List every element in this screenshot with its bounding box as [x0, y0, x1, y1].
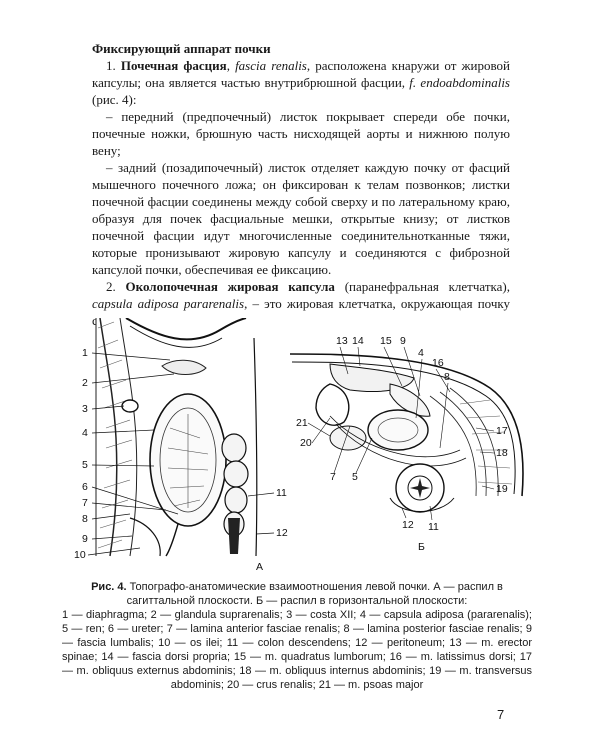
label-a-8: 8 [82, 513, 88, 525]
label-b-21: 21 [296, 417, 308, 429]
label-b-5: 5 [352, 471, 358, 483]
caption-legend: 1 — diaphragma; 2 — glandula suprarenali… [62, 609, 532, 691]
label-b-14: 14 [352, 335, 364, 347]
panel-a-label: А [256, 561, 263, 573]
panel-a-sagittal: 1 2 3 4 5 6 7 8 9 10 11 12 А [74, 318, 288, 573]
label-b-7: 7 [330, 471, 336, 483]
label-a-2: 2 [82, 377, 88, 389]
label-b-17: 17 [496, 425, 508, 437]
label-a-3: 3 [82, 403, 88, 415]
anatomy-figure: 1 2 3 4 5 6 7 8 9 10 11 12 А [74, 318, 524, 573]
label-b-20: 20 [300, 437, 312, 449]
para-number: 1. [106, 58, 116, 73]
label-b-12: 12 [402, 519, 414, 531]
label-b-15: 15 [380, 335, 392, 347]
para-text: , расположена кнаружи от жировой капсулы… [92, 58, 511, 90]
label-a-11: 11 [276, 487, 287, 499]
paragraph-anterior-layer: – передний (предпочечный) листок покрыва… [92, 109, 510, 158]
panel-b-horizontal: 13 14 15 9 4 16 8 21 20 7 5 17 18 19 12 … [289, 335, 524, 553]
label-a-9: 9 [82, 533, 88, 545]
label-a-5: 5 [82, 459, 88, 471]
label-b-4: 4 [418, 347, 424, 359]
latin-term-2: f. endoabdominalis [409, 75, 510, 90]
section-heading: Фиксирующий аппарат почки [92, 41, 271, 56]
label-b-13: 13 [336, 335, 348, 347]
caption-title-text: Топографо-анатомические взаимоотношения … [126, 581, 503, 607]
label-b-9: 9 [400, 335, 406, 347]
term: Околопочечная жировая капсула [125, 279, 335, 294]
label-b-8: 8 [444, 371, 450, 383]
label-b-18: 18 [496, 447, 508, 459]
paragraph-posterior-layer: – задний (позадипочечный) листок отделяе… [92, 160, 510, 277]
panel-b-label: Б [418, 541, 425, 553]
label-b-19: 19 [496, 483, 508, 495]
label-a-10: 10 [74, 549, 86, 561]
para-text: (паранефральная клетчатка), [334, 279, 510, 294]
label-b-16: 16 [432, 357, 444, 369]
paragraph-fascia-renalis: 1. Почечная фасция, fascia renalis, расп… [92, 58, 511, 107]
figure-caption: Рис. 4. Топографо-анатомические взаимоот… [62, 580, 532, 692]
para-number: 2. [106, 279, 116, 294]
latin-term: capsula adiposa pararenalis [92, 296, 245, 311]
label-a-6: 6 [82, 481, 88, 493]
page-number: 7 [497, 707, 505, 722]
caption-title: Рис. 4. Топографо-анатомические взаимоот… [62, 580, 532, 608]
latin-term: fascia renalis [235, 58, 307, 73]
label-a-1: 1 [82, 347, 88, 359]
label-a-7: 7 [82, 497, 88, 509]
para-text-2: (рис. 4): [92, 92, 137, 107]
body-text: Фиксирующий аппарат почки 1. Почечная фа… [92, 40, 510, 329]
term: Почечная фасция [120, 58, 227, 73]
label-a-4: 4 [82, 427, 88, 439]
label-a-12: 12 [276, 527, 288, 539]
label-b-11: 11 [428, 521, 439, 533]
paragraph-adipose-capsule: 2. Околопочечная жировая капсула (паране… [92, 278, 510, 329]
figure-ref: Рис. 4. [91, 581, 127, 593]
